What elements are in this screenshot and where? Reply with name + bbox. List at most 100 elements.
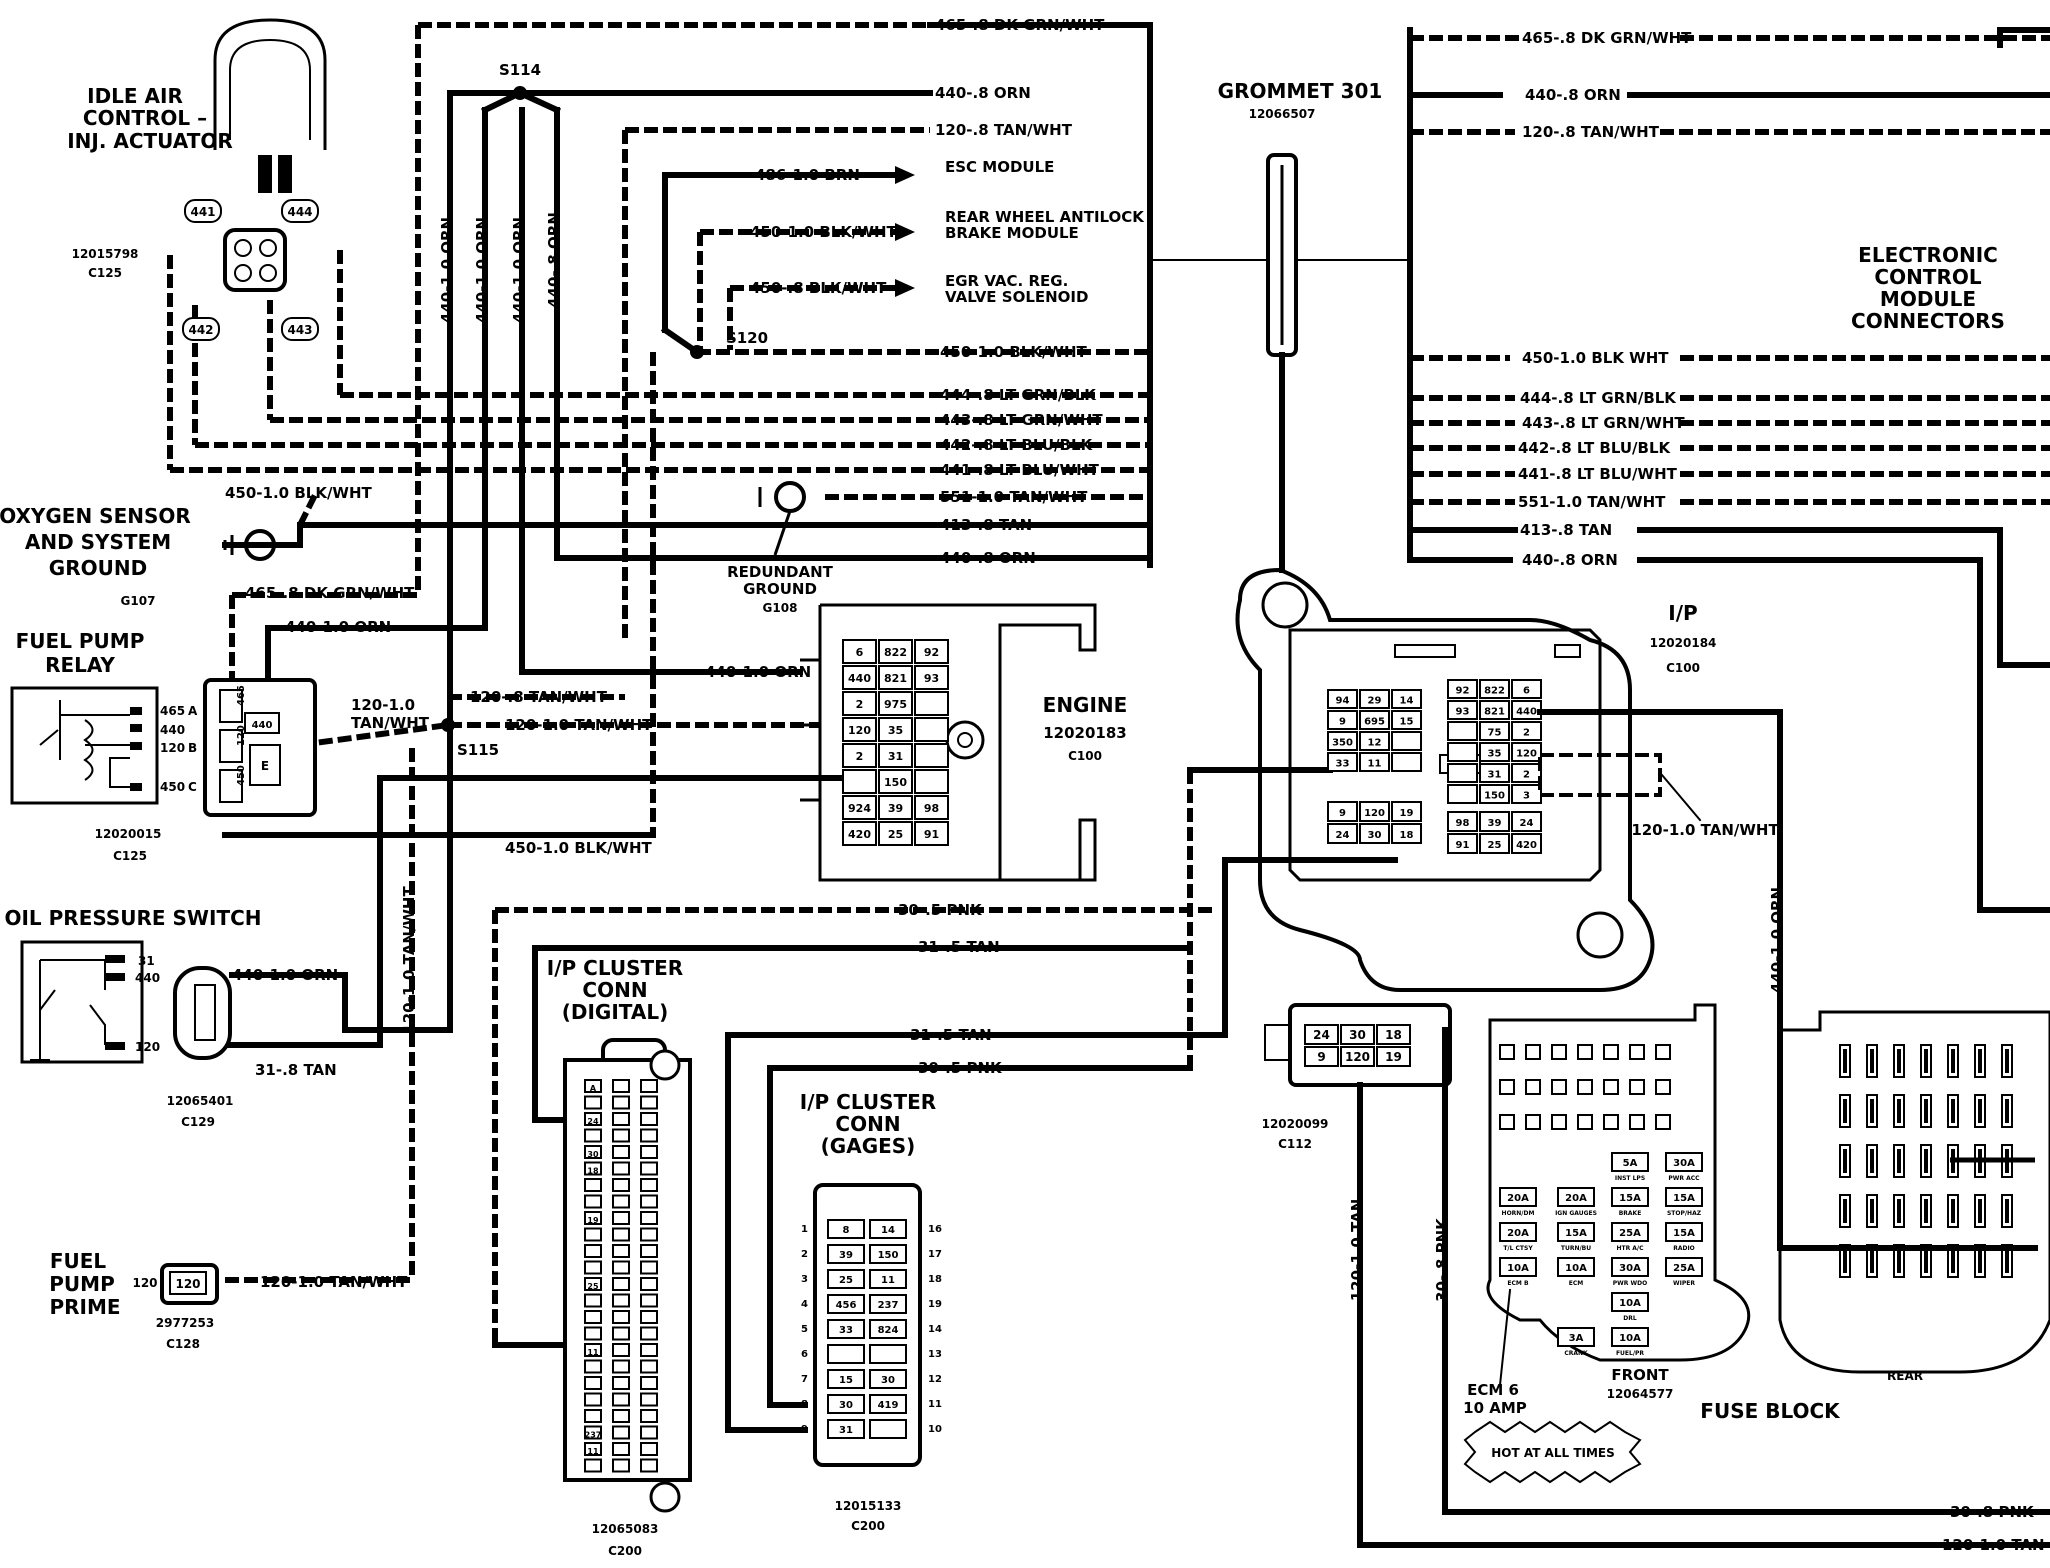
ecm6-label-1: ECM 6 [1467,1381,1519,1399]
iac-tag-443-text: 443 [287,323,312,337]
lbl-443: 443-.8 LT GRN/WHT [940,411,1103,429]
clusterg-pin-num: 4 [801,1299,808,1310]
clusterd-cell [640,1310,658,1324]
clusterg-cell [827,1219,865,1239]
fuse-terminal [1577,1044,1593,1060]
fpr-lbl-c: C [188,780,197,794]
clusterd-cell [584,1260,602,1275]
c112-cell [1340,1046,1375,1067]
fuse-rear-outline [1778,1010,2050,1374]
fuse-terminal [1525,1044,1541,1060]
clusterg-pin: 150 [878,1250,899,1261]
clusterd-cell [640,1458,658,1473]
lbl-442: 442-.8 LT BLU/BLK [940,436,1094,454]
ip-bl-pin: 120 [1364,808,1385,819]
ip-left-pin: 11 [1368,759,1382,770]
clusterg-pin: 456 [836,1300,857,1311]
engine-cell [842,769,877,794]
module-egr-2: VALVE SOLENOID [945,288,1088,306]
fpr-lbl-450: 450 [160,780,185,794]
fpr-pin-b [130,742,142,750]
engine-pin: 2 [856,698,864,711]
grommet-part: 12066507 [1249,107,1316,121]
c112-wire-30-label: 30-.8 PNK [1433,1217,1451,1302]
lbl-440-ops: 440-1.0 ORN [232,966,338,984]
lbl-31-ops: 31-.8 TAN [255,1061,337,1079]
engine-pin: 91 [924,828,939,841]
fuse-rating: 10A [1619,1298,1641,1309]
engine-pin: 975 [884,698,907,711]
clusterg-cell [869,1394,907,1414]
ip-right-pin: 821 [1484,707,1505,718]
ip-bl-pin: 19 [1400,808,1414,819]
lbl-120-relay-1: 120-1.0 [351,696,415,714]
fuse [1611,1152,1649,1172]
fuse-rating: 20A [1565,1193,1587,1204]
engine-pin: 420 [848,828,871,841]
ip-br-pin: 25 [1488,840,1502,851]
clusterd-pin: A [590,1084,597,1093]
engine-cell [914,717,949,742]
fuse-terminal [1655,1044,1671,1060]
engine-conn: C100 [1068,749,1102,763]
fuse-terminal [1629,1044,1645,1060]
fpr-pin-440 [130,724,142,732]
ops-lbl-31: 31 [138,954,155,968]
clusterg-cell [869,1244,907,1264]
ip-title: I/P [1668,601,1697,625]
arrow-egr [895,279,915,297]
ip-br-pin: 24 [1520,818,1534,829]
clusterd-cell [584,1458,602,1473]
fuse-label: TURN/BU [1561,1245,1591,1252]
fuse [1611,1327,1649,1347]
engine-cell [842,691,877,716]
clusterg-pin: 8 [843,1225,850,1236]
fpr-cell-e-text: E [261,759,269,773]
lbl-v4: 440-.8 ORN [545,212,563,308]
clusterd-cell [640,1293,658,1308]
rlbl-444: 444-.8 LT GRN/BLK [1520,389,1677,407]
clusterd-cell [640,1095,658,1110]
fuse-label: INST LPS [1615,1175,1645,1182]
fuse [1665,1257,1703,1277]
ip-right-pin: 2 [1523,770,1530,781]
engine-pin: 93 [924,672,939,685]
right-harness-wires [1407,27,2050,913]
splice-s120: S120 [726,329,768,347]
clusterd-cell [584,1442,602,1456]
ip-left-pin: 695 [1364,717,1385,728]
clusterd-cell [612,1211,630,1225]
engine-cell [842,821,877,846]
ip-right-pin: 440 [1516,707,1537,718]
fuse-label: PWR WDO [1613,1280,1647,1287]
clusterd-cell [584,1277,602,1291]
engine-cell [914,691,949,716]
fuse-rating: 10A [1565,1263,1587,1274]
ecm-title-3: MODULE [1880,287,1976,311]
fuel-pump-prime: FUEL PUMP PRIME 120 120 2977253 C128 [49,1249,219,1351]
hot-text: HOT AT ALL TIMES [1491,1446,1615,1460]
clusterd-pin: 18 [587,1167,599,1176]
ip-conn: C100 [1666,661,1700,675]
engine-pin: 25 [888,828,903,841]
clusterd-cell [640,1112,658,1126]
clusterd-cell [640,1277,658,1291]
ip-right-pin: 120 [1516,749,1537,760]
engine-cell [878,717,913,742]
rlbl-441: 441-.8 LT BLU/WHT [1518,465,1678,483]
ip-left-cell [1391,710,1422,730]
rlbl-413: 413-.8 TAN [1520,521,1612,539]
left-harness-wires [167,22,1153,1283]
fuse-front-part: 12064577 [1607,1387,1674,1401]
fpr-cell-120-text: 120 [236,725,247,746]
fuse-rating: 5A [1623,1158,1638,1169]
lbl-30pnk-b: 30-.5 PNK [918,1059,1003,1077]
ip-left-cell [1327,731,1358,751]
iac-part: 12015798 [72,247,139,261]
arrow-rwal [895,223,915,241]
rlbl-120: 120-.8 TAN/WHT [1522,123,1660,141]
fuse [1611,1257,1649,1277]
